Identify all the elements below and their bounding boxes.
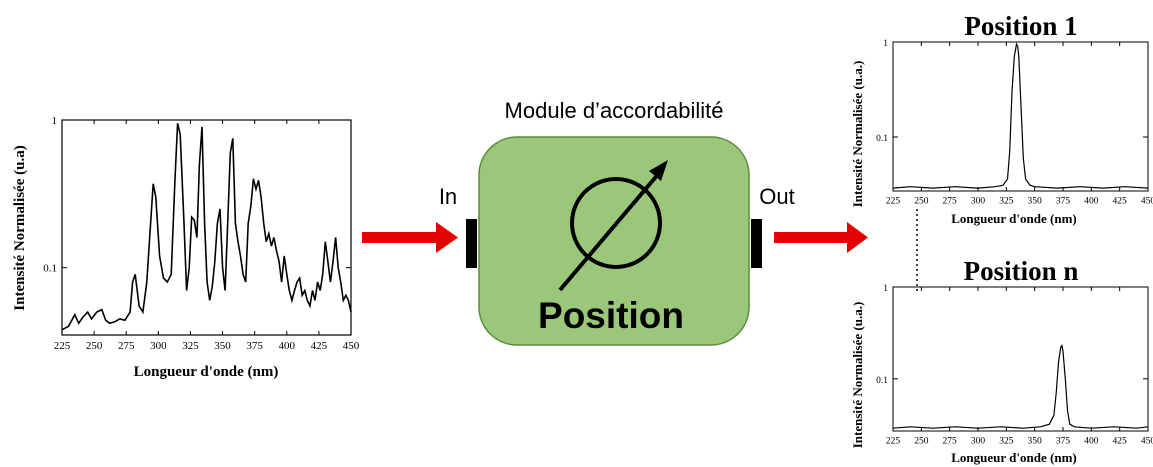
output-1-ticks: 225 250 275 300 325 350 375 400 425 450 1 0.1 — [876, 39, 1153, 207]
out-label: Out — [759, 184, 794, 209]
x-tick-label: 400 — [1084, 197, 1099, 207]
x-tick-label: 375 — [246, 340, 263, 352]
y-tick-label: 0.1 — [876, 134, 888, 144]
x-tick-label: 250 — [914, 437, 929, 447]
x-tick-label: 375 — [1056, 437, 1071, 447]
x-tick-label: 450 — [343, 340, 360, 352]
input-port — [466, 219, 477, 268]
x-tick-label: 250 — [914, 197, 929, 207]
x-tick-label: 350 — [1028, 437, 1043, 447]
output-arrow — [774, 222, 868, 253]
x-tick-label: 300 — [150, 340, 167, 352]
x-tick-label: 375 — [1056, 197, 1071, 207]
input-ylabel: Intensité Normalisée (u.a) — [12, 145, 28, 310]
input-chart: 225 250 275 300 325 350 375 400 425 450 1 0.1 Longu… — [12, 115, 360, 380]
x-tick-label: 450 — [1141, 437, 1153, 447]
x-tick-label: 300 — [971, 437, 986, 447]
output-chart-1: Position 1 225 250 275 300 325 350 375 400 425 45… — [850, 11, 1153, 226]
x-tick-label: 250 — [86, 340, 103, 352]
module-box — [478, 136, 750, 346]
y-tick-label: 0.1 — [43, 263, 57, 275]
y-tick-label: 1 — [52, 115, 58, 127]
output-1-line — [892, 42, 1149, 189]
x-tick-label: 350 — [214, 340, 231, 352]
output-1-frame — [892, 41, 1149, 192]
x-tick-label: 325 — [999, 437, 1014, 447]
output-n-line — [892, 344, 1149, 429]
x-tick-label: 275 — [118, 340, 135, 352]
x-tick-label: 425 — [1113, 197, 1128, 207]
x-tick-label: 425 — [1113, 437, 1128, 447]
tuning-arrow-head-icon — [649, 160, 668, 181]
output-n-ylabel: Intensité Normalisée (u.a.) — [850, 302, 865, 449]
output-n-title: Position n — [964, 256, 1079, 286]
x-tick-label: 325 — [999, 197, 1014, 207]
x-tick-label: 300 — [971, 197, 986, 207]
y-tick-label: 0.1 — [876, 376, 888, 386]
input-spectrum-line — [61, 123, 352, 331]
x-tick-label: 225 — [54, 340, 71, 352]
output-1-title: Position 1 — [964, 11, 1077, 41]
x-tick-label: 400 — [1084, 437, 1099, 447]
output-chart-n: Position n 225 250 275 300 325 350 375 400 425 45… — [850, 256, 1153, 465]
tuning-circle-icon — [570, 177, 662, 269]
x-tick-label: 425 — [311, 340, 328, 352]
x-tick-label: 450 — [1141, 197, 1153, 207]
input-xlabel: Longueur d'onde (nm) — [134, 364, 279, 380]
output-1-ylabel: Intensité Normalisée (u.a.) — [850, 61, 865, 208]
module-title: Module d’accordabilité — [505, 98, 724, 123]
in-label: In — [439, 184, 457, 209]
input-arrow — [362, 222, 458, 253]
x-tick-label: 225 — [886, 437, 901, 447]
y-tick-label: 1 — [883, 284, 888, 294]
x-tick-label: 225 — [886, 197, 901, 207]
tunability-module: Module d’accordabilité Position In Out — [439, 98, 795, 346]
output-port — [751, 219, 762, 268]
output-1-xlabel: Longueur d'onde (nm) — [951, 211, 1076, 226]
x-tick-label: 350 — [1028, 197, 1043, 207]
input-chart-frame — [61, 119, 352, 336]
x-tick-label: 400 — [279, 340, 296, 352]
input-chart-ticks: 225 250 275 300 325 350 375 400 425 450 1 0.1 — [43, 115, 360, 352]
y-tick-label: 1 — [883, 39, 888, 49]
position-label: Position — [538, 295, 684, 336]
x-tick-label: 275 — [943, 437, 958, 447]
tuning-arrow-shaft — [558, 170, 662, 292]
output-n-frame — [892, 286, 1149, 432]
x-tick-label: 325 — [182, 340, 199, 352]
x-tick-label: 275 — [943, 197, 958, 207]
output-n-xlabel: Longueur d'onde (nm) — [951, 450, 1076, 465]
output-n-ticks: 225 250 275 300 325 350 375 400 425 450 1 0.1 — [876, 284, 1153, 447]
